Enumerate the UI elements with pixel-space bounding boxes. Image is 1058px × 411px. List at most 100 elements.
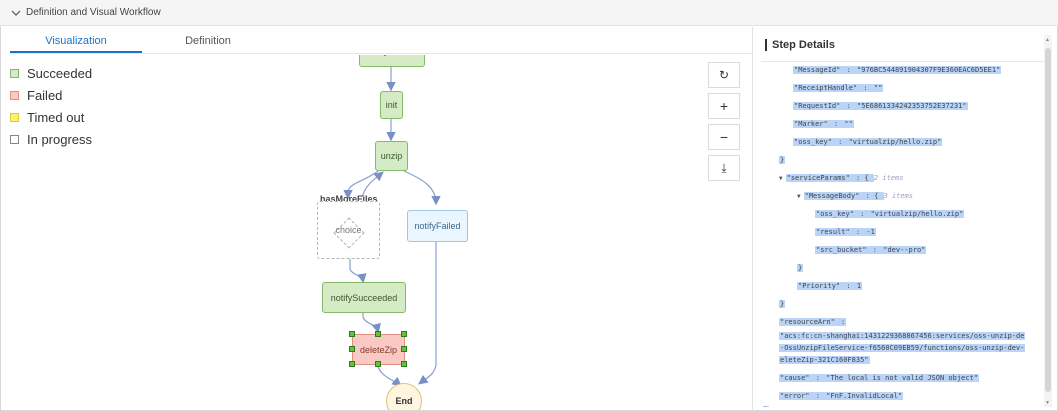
edge-notifysucceeded-deletezip bbox=[362, 313, 381, 334]
node-notify-failed[interactable]: notifyFailed bbox=[407, 210, 468, 242]
legend-item-in-progress: In progress bbox=[10, 128, 92, 150]
node-init[interactable]: init bbox=[380, 91, 403, 119]
json-line: "result" : -1 bbox=[815, 227, 876, 238]
json-sep: : bbox=[867, 246, 883, 254]
json-key: "error" bbox=[779, 392, 811, 400]
resize-handle[interactable] bbox=[401, 331, 407, 337]
panel-title: Definition and Visual Workflow bbox=[26, 7, 161, 18]
json-line: "oss_key" : "virtualzip/hello.zip" bbox=[793, 137, 943, 148]
resize-handle[interactable] bbox=[349, 331, 355, 337]
json-key: "cause" bbox=[779, 374, 811, 382]
scrollbar-thumb[interactable] bbox=[1045, 48, 1051, 392]
json-line: "error" : "FnF.InvalidLocal" bbox=[779, 391, 904, 402]
json-sep: : bbox=[832, 138, 848, 146]
node-label: unzip bbox=[380, 151, 403, 161]
json-value: "virtualzip/hello.zip" bbox=[869, 210, 965, 218]
canvas-toolbar: ↻ + − ⤓ bbox=[708, 62, 740, 186]
tab-visualization[interactable]: Visualization bbox=[10, 30, 142, 53]
resize-handle[interactable] bbox=[401, 361, 407, 367]
json-sep: : bbox=[841, 102, 857, 110]
json-sep: : bbox=[810, 392, 826, 400]
json-sep: : bbox=[858, 84, 873, 92]
scroll-up-icon[interactable]: ▲ bbox=[1045, 37, 1050, 43]
chevron-down-icon[interactable] bbox=[10, 7, 22, 19]
json-value: "The local is not valid JSON object" bbox=[825, 374, 979, 382]
json-line[interactable]: ▼"serviceParams" : { 2 items bbox=[779, 173, 903, 184]
status-legend: Succeeded Failed Timed out In progress bbox=[10, 62, 92, 150]
node-notify-started[interactable]: notifyStarted bbox=[359, 55, 425, 67]
json-value: "" bbox=[843, 120, 854, 128]
json-brace: } bbox=[797, 264, 804, 272]
json-item-count: 3 items bbox=[883, 192, 914, 200]
zoom-out-button[interactable]: − bbox=[708, 124, 740, 150]
json-viewer[interactable]: "MessageId" : "976BC544891904307F9E360EA… bbox=[761, 63, 1047, 407]
node-end[interactable]: End bbox=[386, 383, 422, 410]
download-icon: ⤓ bbox=[721, 160, 727, 175]
divider bbox=[761, 61, 1051, 62]
node-notify-succeeded[interactable]: notifySucceeded bbox=[322, 282, 406, 313]
resize-handle[interactable] bbox=[375, 361, 381, 367]
resize-handle[interactable] bbox=[375, 331, 381, 337]
download-button[interactable]: ⤓ bbox=[708, 155, 740, 181]
resize-handle[interactable] bbox=[401, 346, 407, 352]
json-line: "acs:fc:cn-shanghai:1431229368867456:ser… bbox=[779, 331, 1026, 342]
json-key: "Marker" bbox=[793, 120, 829, 128]
edge-choice-notifysucceeded bbox=[349, 259, 367, 284]
workflow-canvas[interactable]: notifyStarted init unzip hasMoreFiles ch… bbox=[10, 55, 706, 410]
edge-choice-unzip bbox=[361, 171, 384, 198]
json-key: "oss_key" bbox=[793, 138, 833, 146]
refresh-button[interactable]: ↻ bbox=[708, 62, 740, 88]
json-key: "ReceiptHandle" bbox=[793, 84, 859, 92]
flow-edges bbox=[343, 65, 441, 387]
node-label: deleteZip bbox=[359, 344, 398, 355]
panel-divider[interactable] bbox=[752, 27, 753, 411]
step-details-title: Step Details bbox=[765, 39, 835, 51]
refresh-icon: ↻ bbox=[718, 68, 730, 82]
json-value: 1 bbox=[855, 282, 863, 290]
json-line: } bbox=[763, 405, 770, 407]
json-key: "RequestId" bbox=[793, 102, 842, 110]
json-sep: : bbox=[841, 282, 856, 290]
json-sep: : bbox=[850, 228, 866, 236]
json-key: "oss_key" bbox=[815, 210, 855, 218]
node-label: init bbox=[385, 100, 398, 110]
branch-label-has-more-files: hasMoreFiles bbox=[320, 194, 378, 204]
edge-unzip-notifyfailed bbox=[403, 170, 441, 206]
json-line[interactable]: ▼"MessageBody" : { 3 items bbox=[797, 191, 913, 202]
scroll-down-icon[interactable]: ▼ bbox=[1045, 400, 1050, 406]
json-key: "resourceArn" bbox=[779, 318, 836, 326]
node-choice[interactable]: choice bbox=[317, 201, 380, 259]
json-key: "src_bucket" bbox=[815, 246, 868, 254]
edge-notifyfailed-end bbox=[418, 241, 437, 385]
json-sep: : { bbox=[860, 192, 884, 200]
legend-label: Failed bbox=[27, 87, 63, 103]
json-line: } bbox=[779, 155, 786, 166]
step-details-panel: Step Details "MessageId" : "976BC5448919… bbox=[753, 27, 1057, 411]
legend-item-timed-out: Timed out bbox=[10, 106, 92, 128]
node-label: choice bbox=[335, 225, 362, 235]
node-label: notifyFailed bbox=[414, 221, 461, 231]
legend-label: Succeeded bbox=[27, 65, 93, 81]
json-line: "ReceiptHandle" : "" bbox=[793, 83, 884, 94]
legend-item-succeeded: Succeeded bbox=[10, 62, 92, 84]
legend-label: Timed out bbox=[27, 109, 85, 125]
legend-swatch bbox=[10, 112, 19, 122]
caret-down-icon[interactable]: ▼ bbox=[779, 175, 783, 182]
node-label: notifySucceeded bbox=[330, 292, 398, 303]
panel-header[interactable]: Definition and Visual Workflow bbox=[0, 0, 1058, 26]
caret-down-icon[interactable]: ▼ bbox=[797, 193, 801, 200]
resize-handle[interactable] bbox=[349, 361, 355, 367]
json-line: -OssUnzipFileService-f6560C09EB59/functi… bbox=[779, 343, 1026, 354]
json-sep: : bbox=[828, 120, 844, 128]
json-key: "result" bbox=[815, 228, 851, 236]
json-brace: } bbox=[779, 156, 786, 164]
tab-definition[interactable]: Definition bbox=[185, 35, 231, 47]
json-line: "Marker" : "" bbox=[793, 119, 854, 130]
json-line: "cause" : "The local is not valid JSON o… bbox=[779, 373, 979, 384]
zoom-in-button[interactable]: + bbox=[708, 93, 740, 119]
node-label: End bbox=[395, 396, 413, 406]
node-unzip[interactable]: unzip bbox=[375, 141, 408, 171]
json-line: "resourceArn" : bbox=[779, 317, 847, 328]
json-brace: } bbox=[779, 300, 786, 308]
resize-handle[interactable] bbox=[349, 346, 355, 352]
